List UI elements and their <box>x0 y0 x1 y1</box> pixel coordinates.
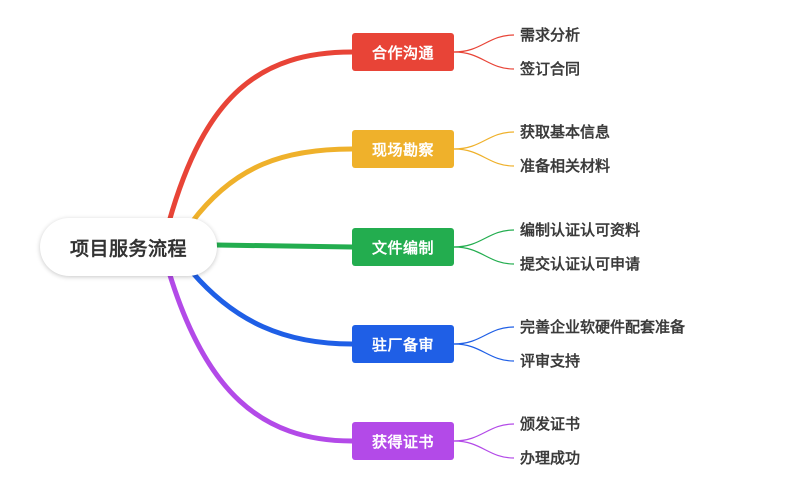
leaf-node[interactable]: 办理成功 <box>520 449 581 467</box>
leaf-node[interactable]: 编制认证认可资料 <box>520 221 641 239</box>
root-node[interactable]: 项目服务流程 <box>40 218 217 276</box>
branch-node-onsite-review[interactable]: 驻厂备审 <box>352 325 454 363</box>
connector-branch-2-leaf-2 <box>453 148 515 167</box>
branch-node-site-survey[interactable]: 现场勘察 <box>352 130 454 168</box>
connector-root-branch-2 <box>189 146 355 225</box>
leaf-node[interactable]: 获取基本信息 <box>520 123 611 141</box>
connector-root-branch-4 <box>189 269 355 347</box>
leaf-node[interactable]: 签订合同 <box>520 60 581 78</box>
leaf-node[interactable]: 提交认证认可申请 <box>520 255 641 273</box>
connector-branch-5-leaf-2 <box>453 440 515 459</box>
branch-node-document-preparation[interactable]: 文件编制 <box>352 228 454 266</box>
connector-branch-5-leaf-1 <box>453 423 515 442</box>
branch-node-cooperation[interactable]: 合作沟通 <box>352 33 454 71</box>
connector-branch-1-leaf-1 <box>453 34 515 53</box>
leaf-node[interactable]: 评审支持 <box>520 352 581 370</box>
connector-root-branch-5 <box>166 269 355 444</box>
leaf-node[interactable]: 需求分析 <box>520 26 581 44</box>
leaf-node[interactable]: 完善企业软硬件配套准备 <box>520 318 686 336</box>
leaf-node[interactable]: 准备相关材料 <box>520 157 611 175</box>
connector-root-branch-3 <box>214 242 355 250</box>
branch-node-certificate[interactable]: 获得证书 <box>352 422 454 460</box>
leaf-node[interactable]: 颁发证书 <box>520 415 581 433</box>
connector-branch-3-leaf-2 <box>453 246 515 265</box>
connector-branch-4-leaf-2 <box>453 343 515 362</box>
connector-branch-4-leaf-1 <box>453 326 515 345</box>
connector-branch-2-leaf-1 <box>453 131 515 150</box>
connector-branch-3-leaf-1 <box>453 229 515 248</box>
connector-root-branch-1 <box>166 49 355 225</box>
connector-branch-1-leaf-2 <box>453 51 515 70</box>
